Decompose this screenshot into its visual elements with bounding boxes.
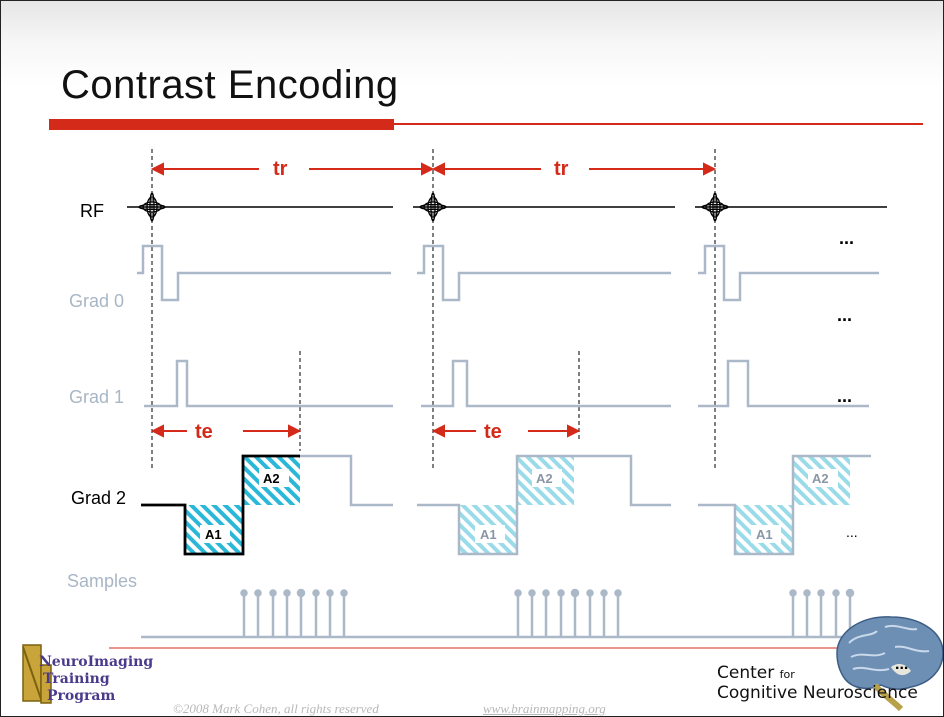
grad2-trace [141,454,871,556]
a2-label-cycle3: A2 [812,471,829,486]
a2-label-cycle2: A2 [536,471,553,486]
slide-title: Contrast Encoding [61,63,399,107]
cognitive-neuroscience-text: Cognitive Neuroscience [717,683,918,703]
footer-copyright: ©2008 Mark Cohen, all rights reserved [173,701,379,716]
a1-label-bg-2 [475,525,505,543]
rf-ellipsis: ... [839,228,854,248]
timing-dashed-lines [151,149,716,471]
grad1-label: Grad 1 [69,387,124,407]
rf-pulse-2 [419,192,447,222]
grad0-label: Grad 0 [69,291,124,311]
grad0-trace [137,244,879,302]
logo-line-3: Program [47,688,115,704]
logo-line-2: Training [43,671,110,687]
footer-url-link[interactable]: www.brainmapping.org [483,701,606,716]
te-label-2: te [484,421,502,443]
samples-stems-cycle3 [789,588,855,637]
a1-label-cycle3: A1 [756,527,773,542]
samples-label: Samples [67,571,137,591]
a2-label-bg-2 [532,469,562,487]
center-word: Center [717,663,775,683]
a1-label-bg-3 [751,525,781,543]
grad1-trace [144,359,869,408]
tr-arrow-2 [431,162,717,176]
samples-stems-cycle1 [240,588,348,637]
grad1-ellipsis: ... [837,386,852,406]
logo-line-1: NeuroImaging [39,654,153,670]
grad2-label: Grad 2 [71,488,126,508]
rf-label: RF [80,201,104,221]
tr-arrow-1 [150,162,435,176]
te-arrow-1 [150,424,302,438]
samples-ellipsis: ... [895,656,908,673]
grad2-ellipsis: ... [846,524,858,540]
a1-label-bg-1 [200,525,230,543]
tr-label-1: tr [273,158,288,180]
a1-label-cycle2: A1 [480,527,497,542]
grad0-ellipsis: ... [837,305,852,325]
title-underline [49,119,923,130]
for-word: for [779,668,795,681]
a2-label-bg-3 [808,469,838,487]
rf-pulse-3 [701,192,729,222]
te-label-1: te [195,421,213,443]
a2-label-bg-1 [259,469,289,487]
brain-icon [836,616,943,712]
te-arrow-2 [431,424,581,438]
rf-pulse-1 [138,192,166,222]
tr-label-2: tr [554,158,569,180]
a1-label-cycle1: A1 [205,527,222,542]
a2-label-cycle1: A2 [263,471,280,486]
center-logo-text: Center for Cognitive Neuroscience [717,663,918,703]
ntp-logo: NeuroImaging Training Program [22,644,153,704]
samples-stems-cycle2 [514,588,622,637]
